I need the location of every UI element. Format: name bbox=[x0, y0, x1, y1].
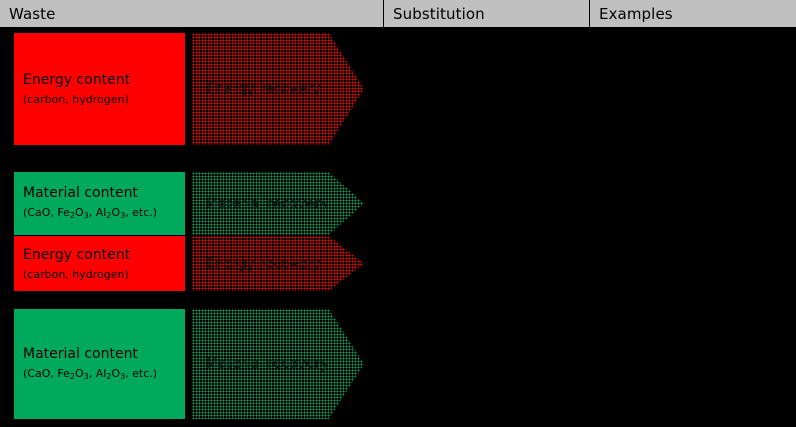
waste-block-material-row3: Material content (CaO, Fe2O3, Al2O3, etc… bbox=[14, 309, 185, 419]
substitution-cell-row1 bbox=[383, 33, 589, 145]
waste-block-subtitle: (CaO, Fe2O3, Al2O3, etc.) bbox=[23, 367, 185, 383]
waste-block-subtitle: (CaO, Fe2O3, Al2O3, etc.) bbox=[23, 206, 185, 222]
sub-2b: 2 bbox=[106, 371, 112, 381]
waste-block-energy-row1: Energy content (carbon, hydrogen) bbox=[14, 33, 185, 145]
waste-block-material-row2: Material content (CaO, Fe2O3, Al2O3, etc… bbox=[14, 172, 185, 235]
sub-o2: O bbox=[111, 366, 121, 380]
arrow-hatch-fill bbox=[192, 236, 364, 291]
sub-pre: (CaO, Fe bbox=[23, 206, 70, 219]
substitution-arrow-label: Material recovery bbox=[206, 195, 329, 212]
waste-block-energy-row2: Energy content (carbon, hydrogen) bbox=[14, 236, 185, 291]
waste-block-title: Material content bbox=[23, 185, 138, 201]
waste-block-title: Energy content bbox=[23, 72, 131, 88]
sub-3a: 3 bbox=[83, 211, 89, 220]
examples-cell-row2 bbox=[589, 172, 796, 291]
sub-o1: O bbox=[74, 366, 84, 380]
sub-al: , Al bbox=[88, 366, 107, 380]
sub-3b: 3 bbox=[120, 211, 126, 220]
column-header-substitution-label: Substitution bbox=[393, 4, 485, 23]
sub-al: , Al bbox=[88, 206, 107, 219]
column-header-examples-label: Examples bbox=[599, 4, 673, 23]
table-header-row: Waste Substitution Examples bbox=[0, 0, 796, 29]
column-header-waste-label: Waste bbox=[9, 4, 56, 23]
substitution-arrow-label: Energy recovery bbox=[206, 81, 321, 97]
arrow-hatch-fill bbox=[192, 309, 364, 419]
sub-2a: 2 bbox=[69, 371, 75, 381]
examples-cell-row3 bbox=[589, 309, 796, 419]
waste-block-subtitle: (carbon, hydrogen) bbox=[23, 267, 129, 281]
substitution-arrow-energy-row1: Energy recovery bbox=[192, 33, 364, 145]
substitution-arrow-material-row3: Material recovery bbox=[192, 309, 364, 419]
waste-block-title: Energy content bbox=[23, 246, 131, 263]
sub-3a: 3 bbox=[83, 371, 89, 381]
arrow-hatch-fill bbox=[192, 33, 364, 145]
substitution-cell-row2 bbox=[383, 172, 589, 291]
substitution-arrow-label: Energy recovery bbox=[206, 255, 321, 272]
column-header-examples: Examples bbox=[589, 0, 796, 27]
waste-block-subtitle: (carbon, hydrogen) bbox=[23, 93, 129, 106]
sub-pre: (CaO, Fe bbox=[23, 366, 70, 380]
waste-block-title: Material content bbox=[23, 345, 138, 362]
substitution-arrow-material-row2: Material recovery bbox=[192, 172, 364, 235]
column-header-waste: Waste bbox=[0, 0, 383, 27]
substitution-arrow-label: Material recovery bbox=[206, 356, 329, 372]
arrow-hatch-fill bbox=[192, 172, 364, 235]
sub-post: , etc.) bbox=[125, 366, 158, 380]
sub-post: , etc.) bbox=[125, 206, 158, 219]
substitution-cell-row3 bbox=[383, 309, 589, 419]
column-header-substitution: Substitution bbox=[383, 0, 589, 27]
substitution-arrow-energy-row2: Energy recovery bbox=[192, 236, 364, 291]
sub-o2: O bbox=[111, 206, 121, 219]
examples-cell-row1 bbox=[589, 33, 796, 145]
sub-2b: 2 bbox=[106, 211, 112, 220]
sub-o1: O bbox=[74, 206, 84, 219]
sub-3b: 3 bbox=[120, 371, 126, 381]
sub-2a: 2 bbox=[69, 211, 75, 220]
